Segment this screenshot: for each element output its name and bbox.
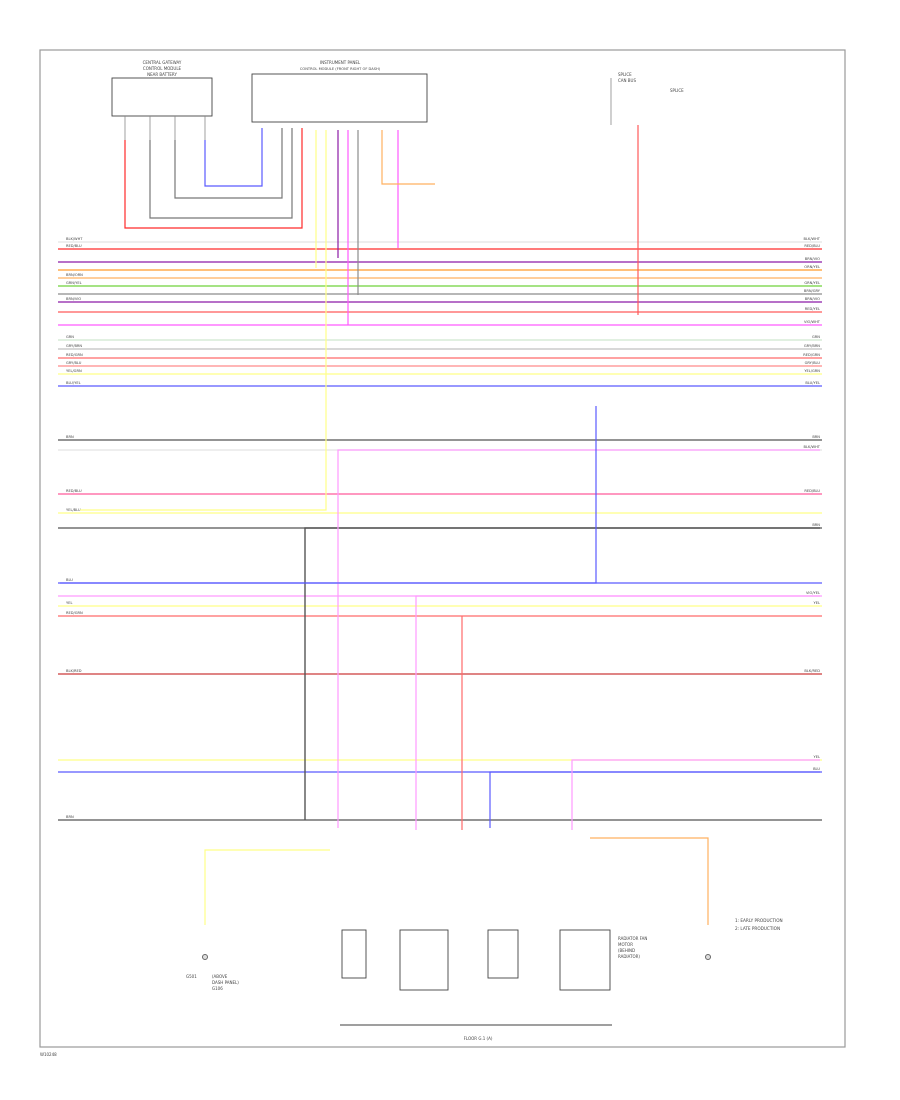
- fan-line-2: (BEHIND: [618, 948, 635, 953]
- radiator-fan-motor: [559, 929, 611, 991]
- splice-title: SPLICE: [618, 72, 632, 77]
- wire-right-label-8: RED/YEL: [805, 307, 820, 311]
- note-2: 2: LATE PRODUCTION: [735, 926, 780, 931]
- wire-left-label-11: GRY/BRN: [66, 344, 82, 348]
- ground-bus-label: FLOOR G.1 (A): [464, 1036, 493, 1041]
- ground-a: [202, 954, 208, 960]
- wire-right-label-18: RED/BLU: [804, 489, 820, 493]
- central-gateway-line-2: NEAR BATTERY: [147, 72, 177, 77]
- wire-right-label-1: RED/BLU: [804, 244, 820, 248]
- wire-right-label-22: VIO/YEL: [806, 591, 820, 595]
- instrument-panel-module: INSTRUMENT PANEL CONTROL MODULE (FRONT R…: [251, 60, 428, 123]
- ground-b-title: G106: [212, 986, 223, 991]
- wire-left-label-28: BRN: [66, 815, 74, 819]
- fan-line-3: RADIATOR): [618, 954, 640, 959]
- instrument-panel-line-1: CONTROL MODULE (FRONT RIGHT OF DASH): [300, 67, 381, 71]
- note-1: 1: EARLY PRODUCTION: [735, 918, 783, 923]
- instrument-panel-title: INSTRUMENT PANEL: [320, 60, 361, 65]
- relay-1: [341, 929, 367, 979]
- wire-left-label-14: YEL/GRN: [66, 369, 82, 373]
- central-gateway-title: CENTRAL GATEWAY: [143, 60, 182, 65]
- wire-right-label-10: GRN: [812, 335, 820, 339]
- wire-right-label-3: ORN/YEL: [804, 265, 820, 269]
- wire-right-label-27: BLU: [813, 767, 820, 771]
- wire-left-label-0: BLK/WHT: [66, 237, 83, 241]
- wire-right-label-9: VIO/WHT: [804, 320, 821, 324]
- wire-right-label-20: BRN: [812, 523, 820, 527]
- ground-b: [705, 954, 711, 960]
- top-vertical-wires: [80, 125, 639, 511]
- wire-right-label-5: GRN/YEL: [804, 281, 820, 285]
- central-gateway-line-1: CONTROL MODULE: [143, 66, 182, 71]
- relay-2: [399, 929, 449, 991]
- splice-line-1: CAN BUS: [618, 78, 636, 83]
- relay-3: [487, 929, 519, 979]
- wire-left-label-7: BRN/VIO: [66, 297, 81, 301]
- wire-left-label-16: BRN: [66, 435, 74, 439]
- wire-left-label-15: BLU/YEL: [66, 381, 81, 385]
- wire-left-label-4: BRN/ORN: [66, 273, 83, 277]
- wire-right-label-13: GRY/BLU: [805, 361, 821, 365]
- wire-left-label-18: RED/BLU: [66, 489, 82, 493]
- wire-right-label-17: BLK/WHT: [804, 445, 821, 449]
- wire-right-label-26: YEL: [814, 755, 820, 759]
- diagram-frame: [39, 49, 846, 1048]
- wire-right-label-6: BRN/GRY: [804, 289, 821, 293]
- wire-right-label-7: BRN/VIO: [805, 297, 820, 301]
- wire-left-label-12: RED/GRN: [66, 353, 83, 357]
- wire-left-label-13: GRY/BLU: [66, 361, 82, 365]
- wire-right-label-11: GRY/BRN: [804, 344, 820, 348]
- wire-right-label-2: BRN/VIO: [805, 257, 820, 261]
- wire-right-label-23: YEL: [814, 601, 820, 605]
- fan-title: RADIATOR FAN: [618, 936, 647, 941]
- can-bus-splice: SPLICE CAN BUS SPLICE: [610, 72, 684, 125]
- wire-right-label-16: BRN: [812, 435, 820, 439]
- lower-vertical-wires: [60, 406, 820, 925]
- wire-left-label-19: YEL/BLU: [66, 508, 81, 512]
- wire-left-label-21: BLU: [66, 578, 73, 582]
- ground-a-line-1: (ABOVE: [212, 974, 228, 979]
- ground-a-line-2: DASH PANEL): [212, 980, 239, 985]
- fan-line-1: MOTOR: [618, 942, 633, 947]
- wire-left-label-23: YEL: [66, 601, 72, 605]
- wire-left-label-24: RED/GRN: [66, 611, 83, 615]
- central-gateway-module: CENTRAL GATEWAY CONTROL MODULE NEAR BATT…: [111, 60, 213, 140]
- wire-left-label-5: GRN/YEL: [66, 281, 82, 285]
- wire-right-label-0: BLK/WHT: [804, 237, 821, 241]
- splice-line-2: SPLICE: [670, 88, 684, 93]
- wire-left-label-10: GRN: [66, 335, 74, 339]
- wire-runs: BLK/WHT BLK/WHT RED/BLU RED/BLU BRN/VIO ORN/Y…: [58, 237, 822, 821]
- lower-components: G501 (ABOVE DASH PANEL) G106 RADIATOR FA…: [186, 918, 783, 1041]
- wire-left-label-25: BLK/RED: [66, 669, 82, 673]
- wire-right-label-14: YEL/GRN: [804, 369, 820, 373]
- wire-right-label-12: RED/GRN: [803, 353, 820, 357]
- wire-right-label-15: BLU/YEL: [805, 381, 820, 385]
- diagram-code: W10248: [40, 1052, 57, 1057]
- wire-right-label-25: BLK/RED: [804, 669, 820, 673]
- wire-left-label-1: RED/BLU: [66, 244, 82, 248]
- ground-a-title: G501: [186, 974, 197, 979]
